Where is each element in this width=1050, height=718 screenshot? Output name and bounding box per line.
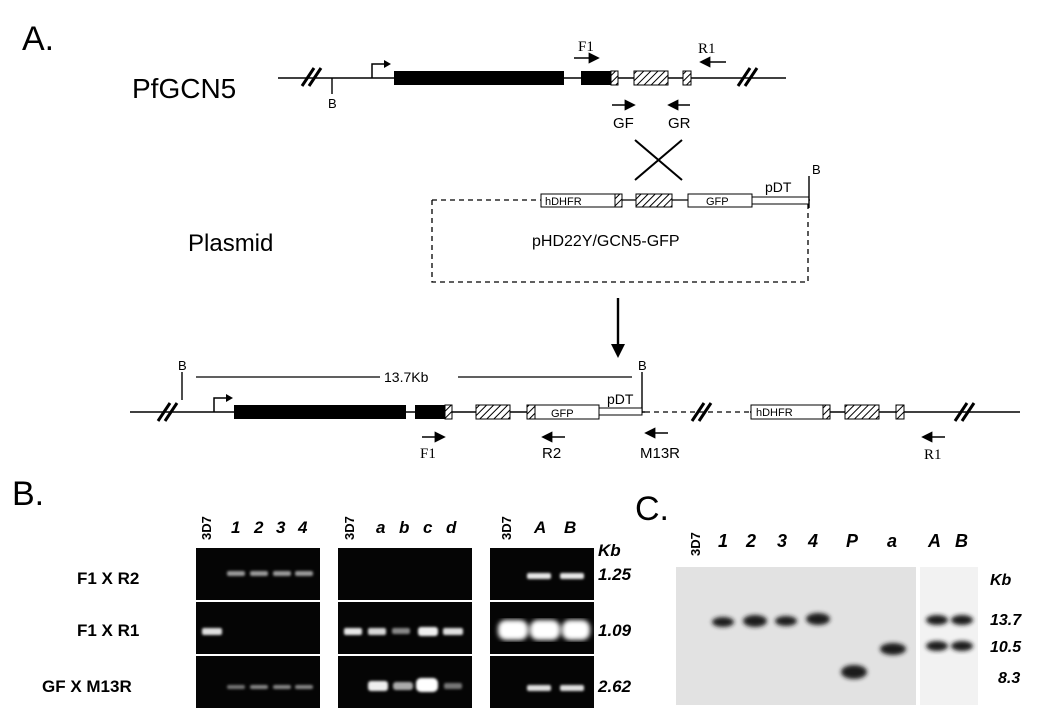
- integrated-pdt-label: pDT: [607, 391, 634, 407]
- panel-c-label: C.: [635, 490, 669, 528]
- fragment-size-label: 13.7Kb: [384, 369, 429, 385]
- blot-lane-A: A: [927, 531, 941, 551]
- primer-gf-label: GF: [613, 115, 634, 132]
- gel3-lane-A: A: [533, 518, 546, 537]
- integrated-site-b-left: B: [178, 358, 187, 373]
- blot-lane-p: P: [846, 531, 859, 551]
- exon-2: [581, 71, 611, 85]
- southern-blot-1: [676, 567, 916, 705]
- gel1-lane-4: 4: [297, 518, 308, 537]
- gel2-lane-3d7: 3D7: [342, 516, 357, 540]
- blot-lane-B: B: [955, 531, 968, 551]
- gel-unit-label: Kb: [598, 541, 621, 560]
- exon-3: [633, 70, 669, 86]
- plasmid-backbone: [431, 200, 809, 283]
- panel-a-label: A.: [22, 20, 54, 58]
- row-label-f1-r1: F1 X R1: [77, 621, 139, 640]
- exon-1: [394, 71, 564, 85]
- primer-gr-label: GR: [668, 115, 691, 132]
- plasmid-site-b-label: B: [812, 162, 821, 177]
- gel2-lane-c: c: [423, 518, 433, 537]
- site-b-label: B: [328, 96, 337, 111]
- gel3-lane-B: B: [564, 518, 576, 537]
- blot-size-8-3: 8.3: [998, 670, 1020, 687]
- southern-blot-2: [920, 567, 978, 705]
- primer-r1-label: R1: [698, 41, 716, 57]
- exon-4: [682, 70, 692, 86]
- row-label-gf-m13r: GF X M13R: [42, 677, 132, 696]
- gel1-lane-3: 3: [276, 518, 286, 537]
- gel1-lane-3d7: 3D7: [199, 516, 214, 540]
- size-2-62: 2.62: [597, 677, 632, 696]
- pdt-label: pDT: [765, 179, 792, 195]
- gene-name-label: PfGCN5: [132, 73, 236, 104]
- promoter-arrow-icon: [371, 63, 386, 78]
- gel2-lane-d: d: [446, 518, 457, 537]
- pdt-box: [751, 196, 810, 205]
- blot-lane-4: 4: [807, 531, 818, 551]
- blot-unit-label: Kb: [990, 572, 1012, 589]
- integrated-f1-label: F1: [420, 446, 436, 462]
- integrated-r2-label: R2: [542, 445, 561, 462]
- break-mark: [300, 67, 759, 87]
- integrated-r1-label: R1: [924, 447, 942, 463]
- gel1-lane-2: 2: [253, 518, 264, 537]
- panel-b-label: B.: [12, 475, 44, 513]
- gel-1: [196, 548, 320, 708]
- blot-lane-a: a: [887, 531, 897, 551]
- size-1-09: 1.09: [598, 621, 632, 640]
- integrated-promoter-arrow-icon: [213, 397, 228, 412]
- blot-lane-3: 3: [777, 531, 787, 551]
- gel2-lane-b: b: [399, 518, 409, 537]
- blot-size-10-5: 10.5: [990, 639, 1022, 656]
- gel3-lane-3d7: 3D7: [499, 516, 514, 540]
- plasmid-label: Plasmid: [188, 230, 273, 257]
- gfp-label: GFP: [706, 196, 729, 208]
- blot-lane-1: 1: [718, 531, 728, 551]
- row-label-f1-r2: F1 X R2: [77, 569, 139, 588]
- hdhfr-label: hDHFR: [545, 196, 582, 208]
- integrated-site-b-right: B: [638, 358, 647, 373]
- gel2-lane-a: a: [376, 518, 385, 537]
- blot-lane-3d7: 3D7: [688, 532, 703, 556]
- blot-size-13-7: 13.7: [990, 612, 1022, 629]
- integrated-gfp-label: GFP: [551, 408, 574, 420]
- integrated-break-marks: [156, 402, 976, 422]
- blot-lane-2: 2: [745, 531, 756, 551]
- primer-f1-label: F1: [578, 39, 594, 55]
- gel-3: [490, 548, 594, 708]
- integrated-hdhfr-label: hDHFR: [756, 407, 793, 419]
- gel1-lane-1: 1: [231, 518, 240, 537]
- integrated-m13r-label: M13R: [640, 445, 680, 462]
- plasmid-name-label: pHD22Y/GCN5-GFP: [532, 233, 680, 250]
- gel-2: [338, 548, 472, 708]
- size-1-25: 1.25: [598, 565, 632, 584]
